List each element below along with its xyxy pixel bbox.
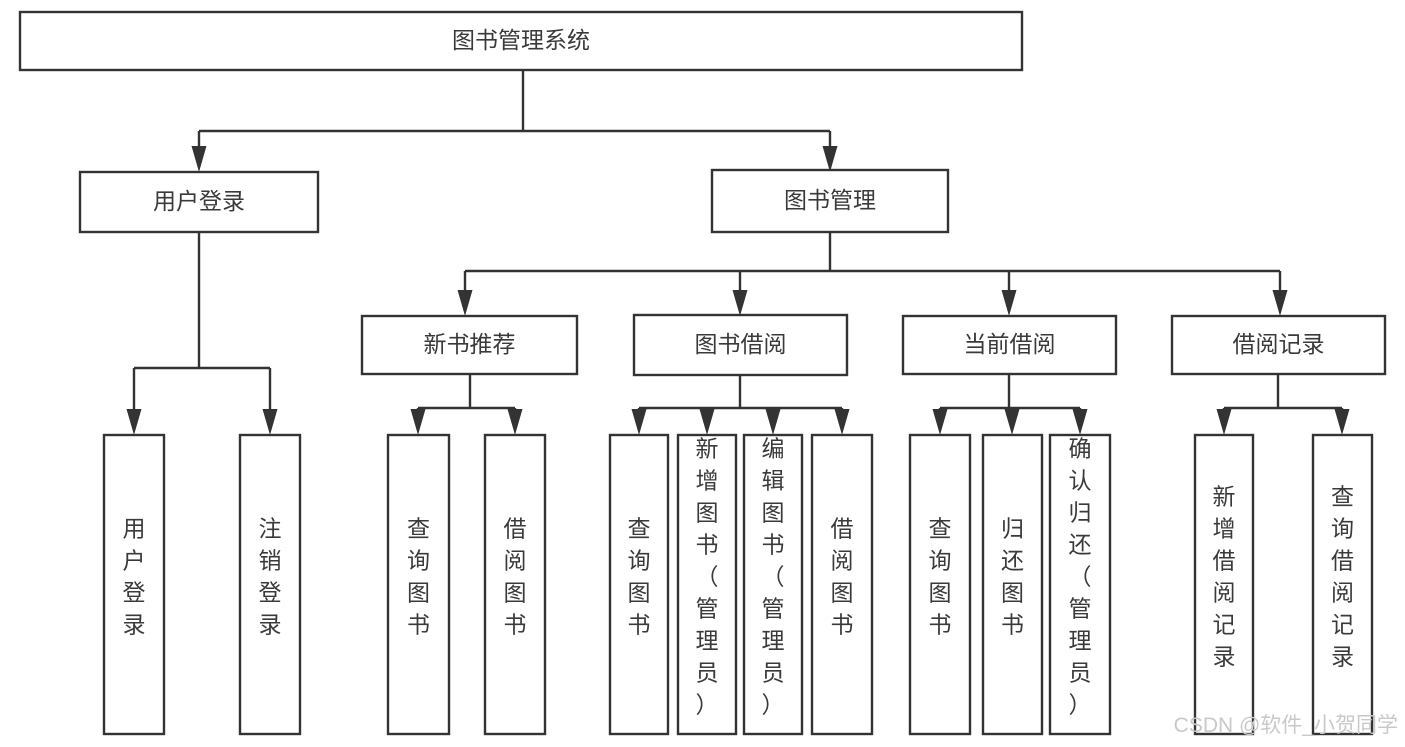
node-label-leaf-logout: 注销登录 [259, 516, 282, 638]
node-box-new-book-recommend[interactable] [360, 314, 579, 376]
node-book-manage[interactable]: 图书管理 [710, 168, 950, 234]
node-leaf-edit-book[interactable]: 编辑图书（管理员） [742, 433, 804, 736]
node-leaf-borrow-book-1[interactable]: 借阅图书 [483, 433, 547, 736]
node-book-borrow[interactable]: 图书借阅 [632, 313, 849, 377]
node-label-book-borrow: 图书借阅 [695, 331, 787, 357]
csdn-watermark: CSDN @软件_小贺同学 [1174, 714, 1398, 737]
node-label-root: 图书管理系统 [452, 27, 590, 53]
node-new-book-recommend[interactable]: 新书推荐 [360, 314, 579, 376]
node-box-leaf-borrow-book-1[interactable] [483, 433, 547, 736]
node-label-leaf-query-book-2: 查询图书 [628, 516, 651, 638]
connector-layer [126, 70, 1350, 435]
node-box-leaf-return-book[interactable] [981, 433, 1044, 736]
node-borrow-record[interactable]: 借阅记录 [1170, 314, 1387, 376]
connector-root-bus [191, 70, 838, 172]
connector-borrow-record-bus [1216, 374, 1350, 435]
node-leaf-query-book-3[interactable]: 查询图书 [908, 433, 972, 736]
node-user-login[interactable]: 用户登录 [78, 170, 320, 234]
node-box-user-login[interactable] [78, 170, 320, 234]
node-label-leaf-borrow-book-2: 借阅图书 [831, 516, 854, 638]
node-box-leaf-confirm-return[interactable] [1048, 433, 1112, 736]
node-leaf-confirm-return[interactable]: 确认归还（管理员） [1048, 433, 1112, 736]
connector-book-borrow-bus [631, 375, 850, 435]
node-box-leaf-query-book-3[interactable] [908, 433, 972, 736]
connector-recommend-bus [410, 374, 523, 435]
node-label-borrow-record: 借阅记录 [1233, 331, 1325, 357]
node-box-leaf-logout[interactable] [238, 433, 302, 736]
node-box-current-borrow[interactable] [901, 314, 1118, 376]
node-box-leaf-add-book[interactable] [676, 433, 738, 736]
node-label-leaf-edit-book: 编辑图书（管理员） [762, 436, 785, 718]
node-label-user-login: 用户登录 [153, 188, 245, 214]
node-box-leaf-user-login[interactable] [102, 433, 166, 736]
node-label-book-manage: 图书管理 [784, 187, 876, 213]
node-leaf-query-book-2[interactable]: 查询图书 [608, 433, 670, 736]
node-label-leaf-add-book: 新增图书（管理员） [696, 436, 719, 718]
node-box-leaf-query-record[interactable] [1311, 433, 1374, 736]
node-leaf-borrow-book-2[interactable]: 借阅图书 [810, 433, 874, 736]
node-leaf-return-book[interactable]: 归还图书 [981, 433, 1044, 736]
node-box-leaf-add-record[interactable] [1193, 433, 1255, 736]
node-box-borrow-record[interactable] [1170, 314, 1387, 376]
node-box-root[interactable] [18, 10, 1024, 72]
node-label-current-borrow: 当前借阅 [964, 331, 1056, 357]
node-label-leaf-add-record: 新增借阅记录 [1213, 484, 1236, 670]
node-box-leaf-query-book-1[interactable] [386, 433, 451, 736]
connector-book-manage-bus [457, 232, 1288, 316]
node-leaf-query-record[interactable]: 查询借阅记录 [1311, 433, 1374, 736]
node-box-book-borrow[interactable] [632, 313, 849, 377]
node-leaf-logout[interactable]: 注销登录 [238, 433, 302, 736]
node-label-leaf-return-book: 归还图书 [1001, 516, 1024, 638]
node-box-leaf-edit-book[interactable] [742, 433, 804, 736]
node-leaf-add-record[interactable]: 新增借阅记录 [1193, 433, 1255, 736]
node-leaf-query-book-1[interactable]: 查询图书 [386, 433, 451, 736]
node-box-book-manage[interactable] [710, 168, 950, 234]
node-current-borrow[interactable]: 当前借阅 [901, 314, 1118, 376]
node-leaf-user-login[interactable]: 用户登录 [102, 433, 166, 736]
node-box-leaf-borrow-book-2[interactable] [810, 433, 874, 736]
node-box-leaf-query-book-2[interactable] [608, 433, 670, 736]
node-label-new-book-recommend: 新书推荐 [424, 331, 516, 357]
node-label-leaf-borrow-book-1: 借阅图书 [504, 516, 527, 638]
node-root[interactable]: 图书管理系统 [18, 10, 1024, 72]
node-label-leaf-query-book-3: 查询图书 [929, 516, 952, 638]
node-leaf-add-book[interactable]: 新增图书（管理员） [676, 433, 738, 736]
node-label-leaf-confirm-return: 确认归还（管理员） [1069, 436, 1092, 718]
node-label-leaf-user-login: 用户登录 [123, 516, 146, 638]
connector-user-login-bus [126, 232, 278, 435]
node-layer: 图书管理系统用户登录图书管理新书推荐图书借阅当前借阅借阅记录用户登录注销登录查询… [18, 10, 1387, 736]
node-label-leaf-query-book-1: 查询图书 [407, 516, 430, 638]
node-label-leaf-query-record: 查询借阅记录 [1331, 484, 1354, 670]
connector-current-borrow-bus [932, 374, 1088, 435]
